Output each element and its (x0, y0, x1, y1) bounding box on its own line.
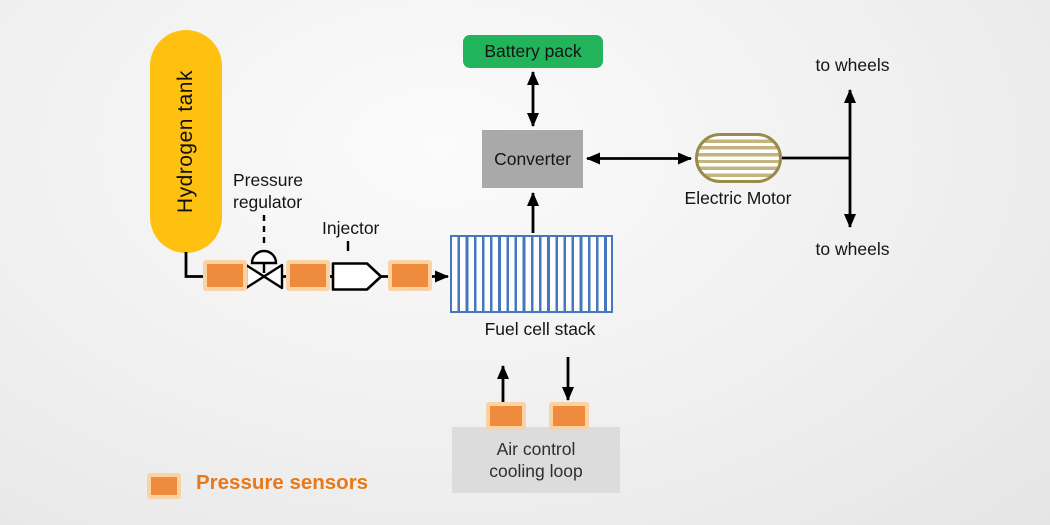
pressure-sensor-icon (486, 402, 526, 430)
air-control-cooling-loop-node: Air control cooling loop (452, 427, 620, 493)
pressure-sensor-icon (388, 260, 432, 291)
converter-node: Converter (482, 130, 583, 188)
electric-motor-node (695, 133, 782, 183)
electric-motor-label: Electric Motor (684, 188, 792, 208)
fuel-cell-stack-label: Fuel cell stack (484, 319, 596, 339)
legend-pressure-sensors-label: Pressure sensors (196, 471, 369, 494)
injector-icon (331, 241, 383, 291)
pressure-sensor-icon (549, 402, 589, 430)
pressure-sensor-icon (286, 260, 330, 291)
pressure-sensor-icon (203, 260, 247, 291)
air-control-label: Air control cooling loop (489, 439, 583, 481)
pressure-regulator-valve-icon (244, 215, 284, 290)
pressure-regulator-label: Pressure regulator (233, 170, 304, 212)
to-wheels-top-label: to wheels (815, 55, 890, 75)
battery-pack-node: Battery pack (463, 35, 603, 68)
fuel-cell-stack-node (450, 235, 613, 313)
hydrogen-tank-node: Hydrogen tank (150, 30, 222, 253)
legend-pressure-sensor-swatch (147, 473, 181, 499)
battery-pack-label: Battery pack (484, 41, 582, 61)
converter-label: Converter (494, 148, 571, 169)
to-wheels-bottom-label: to wheels (815, 239, 890, 259)
injector-label: Injector (322, 218, 380, 238)
